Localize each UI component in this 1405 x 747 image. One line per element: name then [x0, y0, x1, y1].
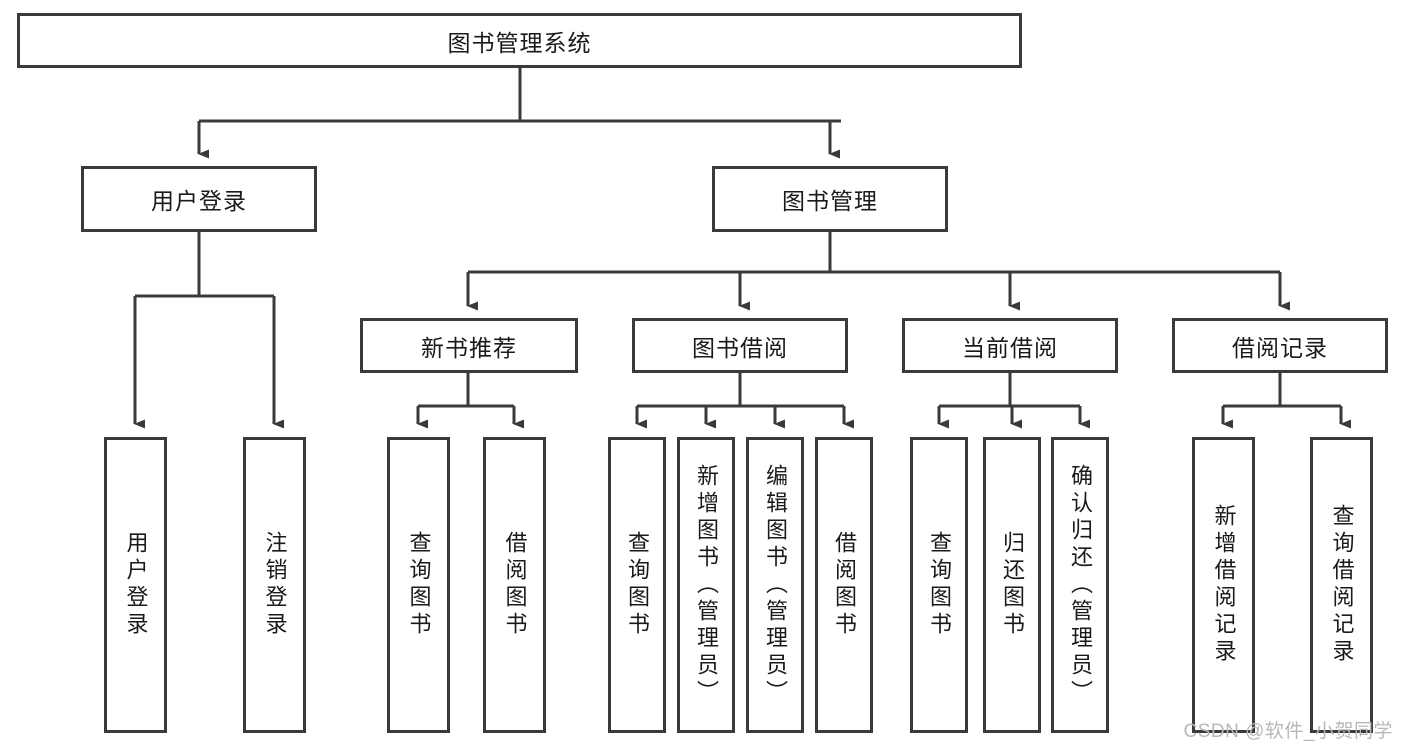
node-new-book-recommend[interactable]: 新书推荐	[360, 318, 578, 373]
node-leaf-query-borrow-record-label: 查询借阅记录	[1329, 504, 1355, 666]
node-leaf-query-books-rec-label: 查询图书	[406, 531, 432, 639]
node-leaf-add-borrow-record-label: 新增借阅记录	[1211, 504, 1237, 666]
node-leaf-user-logout[interactable]: 注销登录	[243, 437, 306, 733]
node-leaf-add-borrow-record[interactable]: 新增借阅记录	[1192, 437, 1255, 733]
node-leaf-return-book[interactable]: 归还图书	[983, 437, 1041, 733]
node-leaf-confirm-return-admin-label: 确认归还（管理员）	[1068, 463, 1093, 707]
node-book-borrow-label: 图书借阅	[692, 334, 788, 361]
node-user-login[interactable]: 用户登录	[81, 166, 317, 232]
node-leaf-user-login[interactable]: 用户登录	[104, 437, 167, 733]
node-leaf-edit-book-admin[interactable]: 编辑图书（管理员）	[746, 437, 804, 733]
node-book-borrow[interactable]: 图书借阅	[632, 318, 848, 373]
node-leaf-add-book-admin[interactable]: 新增图书（管理员）	[677, 437, 735, 733]
node-leaf-query-borrow-record[interactable]: 查询借阅记录	[1310, 437, 1373, 733]
node-user-login-label: 用户登录	[151, 188, 247, 214]
node-root[interactable]: 图书管理系统	[17, 13, 1022, 68]
node-book-management[interactable]: 图书管理	[712, 166, 948, 232]
node-book-management-label: 图书管理	[782, 188, 878, 214]
node-borrow-record[interactable]: 借阅记录	[1172, 318, 1388, 373]
node-leaf-user-logout-label: 注销登录	[262, 531, 288, 639]
node-leaf-query-books-borrow[interactable]: 查询图书	[608, 437, 666, 733]
node-borrow-record-label: 借阅记录	[1232, 334, 1328, 361]
node-current-borrow-label: 当前借阅	[962, 334, 1058, 361]
node-leaf-borrow-book-label: 借阅图书	[832, 531, 857, 639]
node-leaf-query-books-current[interactable]: 查询图书	[910, 437, 968, 733]
node-new-book-recommend-label: 新书推荐	[421, 334, 517, 361]
node-leaf-add-book-admin-label: 新增图书（管理员）	[694, 463, 719, 707]
node-leaf-borrow-books-rec-label: 借阅图书	[502, 531, 528, 639]
node-leaf-return-book-label: 归还图书	[1000, 531, 1025, 639]
node-leaf-query-books-current-label: 查询图书	[927, 531, 952, 639]
node-root-label: 图书管理系统	[447, 29, 592, 56]
node-leaf-borrow-book[interactable]: 借阅图书	[815, 437, 873, 733]
watermark-text: CSDN @软件_小贺同学	[1183, 721, 1393, 742]
node-leaf-query-books-rec[interactable]: 查询图书	[387, 437, 450, 733]
node-leaf-user-login-label: 用户登录	[123, 531, 149, 639]
node-current-borrow[interactable]: 当前借阅	[902, 318, 1118, 373]
node-leaf-edit-book-admin-label: 编辑图书（管理员）	[763, 463, 788, 707]
node-leaf-confirm-return-admin[interactable]: 确认归还（管理员）	[1051, 437, 1109, 733]
node-leaf-borrow-books-rec[interactable]: 借阅图书	[483, 437, 546, 733]
node-leaf-query-books-borrow-label: 查询图书	[625, 531, 650, 639]
